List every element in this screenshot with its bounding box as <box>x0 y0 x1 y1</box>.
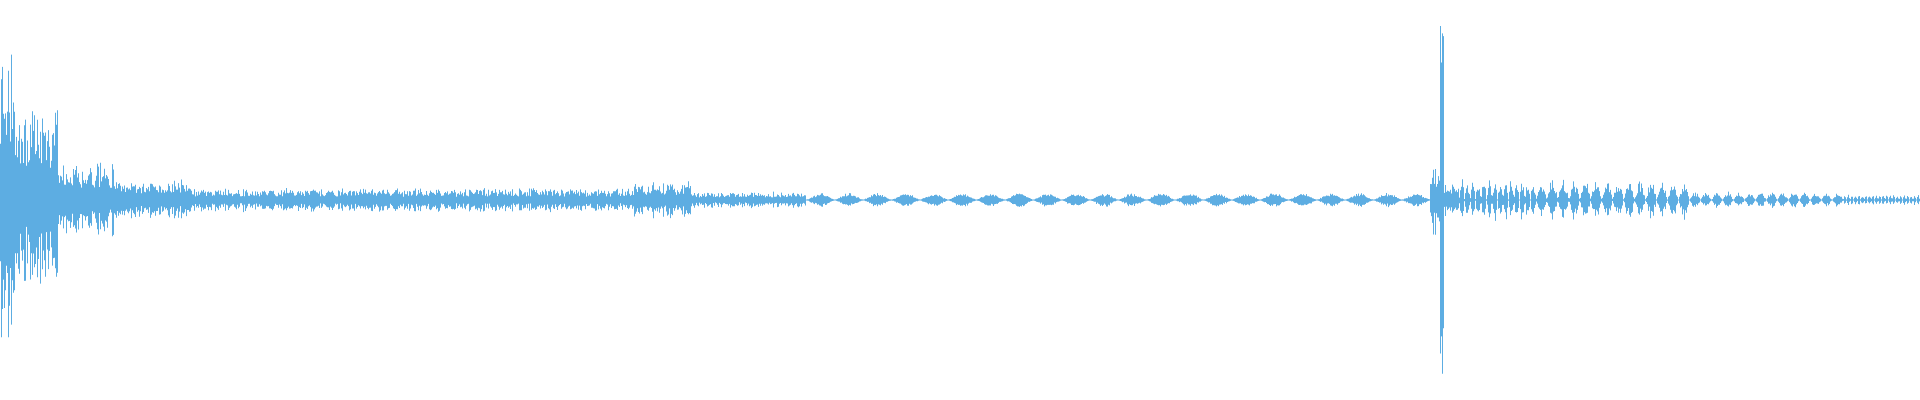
waveform-path <box>0 26 1920 374</box>
waveform-samples <box>0 26 1920 374</box>
